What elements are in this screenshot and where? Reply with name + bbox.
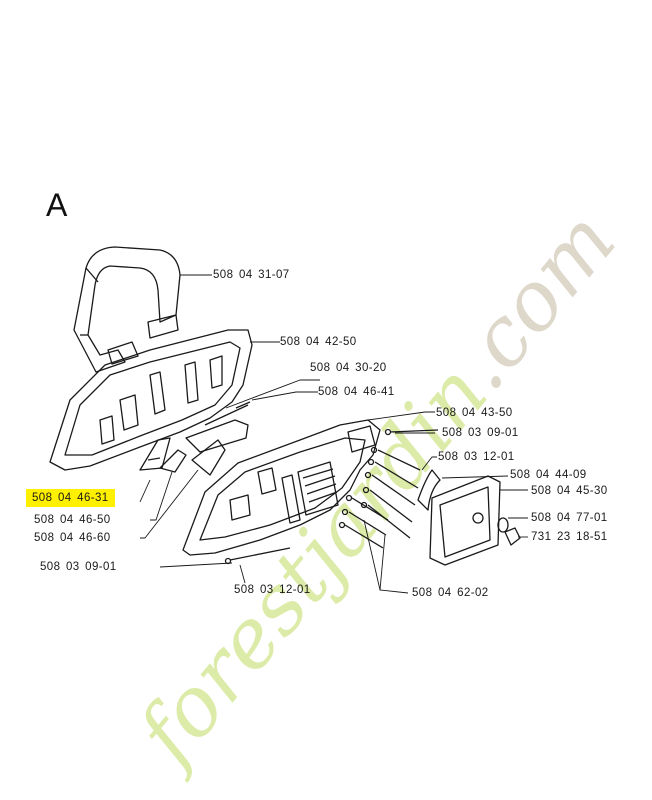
chain-cover [182, 419, 381, 556]
part-label: 508 04 44-09 [510, 469, 587, 481]
part-label: 508 04 46-60 [34, 532, 111, 544]
part-label: 731 23 18-51 [531, 531, 608, 543]
part-label: 508 03 12-01 [234, 584, 311, 596]
part-label-highlighted: 508 04 46-31 [26, 489, 115, 507]
part-label: 508 04 77-01 [531, 512, 608, 524]
part-label: 508 04 46-41 [318, 386, 395, 398]
side-plate [429, 475, 501, 566]
part-label: 508 03 12-01 [438, 451, 515, 463]
brake-lever [185, 401, 251, 476]
part-label: 508 04 45-30 [531, 485, 608, 497]
nut-washer [497, 517, 521, 546]
part-label: 508 04 62-02 [412, 587, 489, 599]
part-label: 508 04 42-50 [280, 336, 357, 348]
part-label: 508 04 46-50 [34, 514, 111, 526]
leader-lines [139, 274, 528, 594]
part-label: 508 04 43-50 [436, 407, 513, 419]
part-label: 508 03 09-01 [442, 427, 519, 439]
spring [417, 469, 441, 511]
part-label: 508 04 30-20 [310, 362, 387, 374]
screws [224, 428, 439, 565]
left-cover [49, 329, 253, 471]
front-handle [73, 246, 181, 373]
section-letter: A [46, 187, 68, 223]
part-label: 508 03 09-01 [40, 561, 117, 573]
part-label: 508 04 31-07 [213, 269, 290, 281]
lever-parts [139, 437, 187, 473]
